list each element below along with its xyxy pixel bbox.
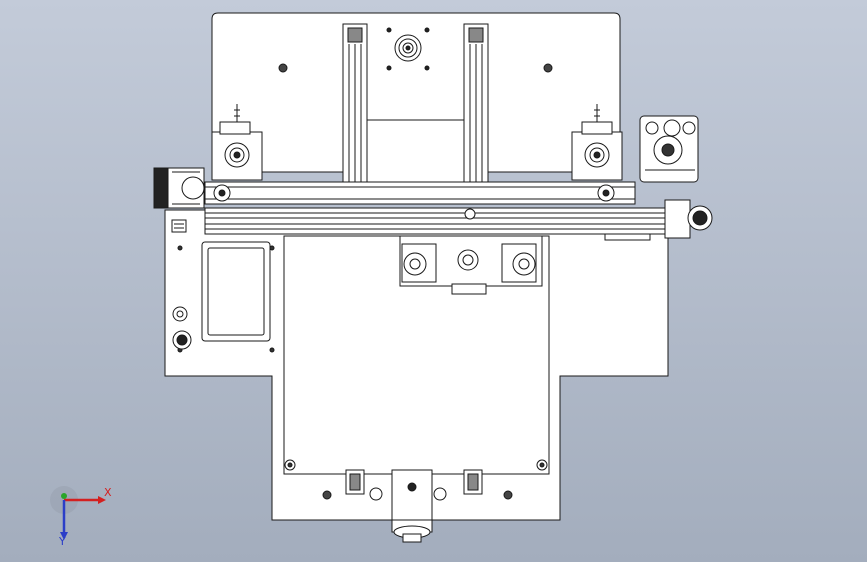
y-knob bbox=[391, 519, 433, 543]
coordinate-triad: X Y bbox=[50, 486, 112, 548]
z-bracket-right bbox=[571, 104, 623, 181]
z-extrusion-right bbox=[463, 23, 489, 185]
x-gantry-beam bbox=[204, 181, 666, 241]
lcd-screen bbox=[201, 241, 271, 342]
hotend-carriage bbox=[399, 208, 543, 295]
y-axis-arrowhead bbox=[60, 532, 68, 540]
triad-origin bbox=[61, 493, 67, 499]
extruder-assembly bbox=[639, 115, 699, 183]
control-knob bbox=[171, 219, 192, 350]
z-extrusion-left bbox=[342, 23, 368, 185]
y-axis-label: Y bbox=[58, 535, 66, 548]
x-axis-label: X bbox=[104, 486, 112, 499]
frame-window bbox=[366, 119, 465, 183]
x-axis-arrowhead bbox=[98, 496, 106, 504]
x-idler-right bbox=[664, 199, 713, 239]
z-motor-mount bbox=[386, 27, 430, 71]
x-motor-left bbox=[153, 167, 205, 209]
z-bracket-left bbox=[211, 104, 263, 181]
